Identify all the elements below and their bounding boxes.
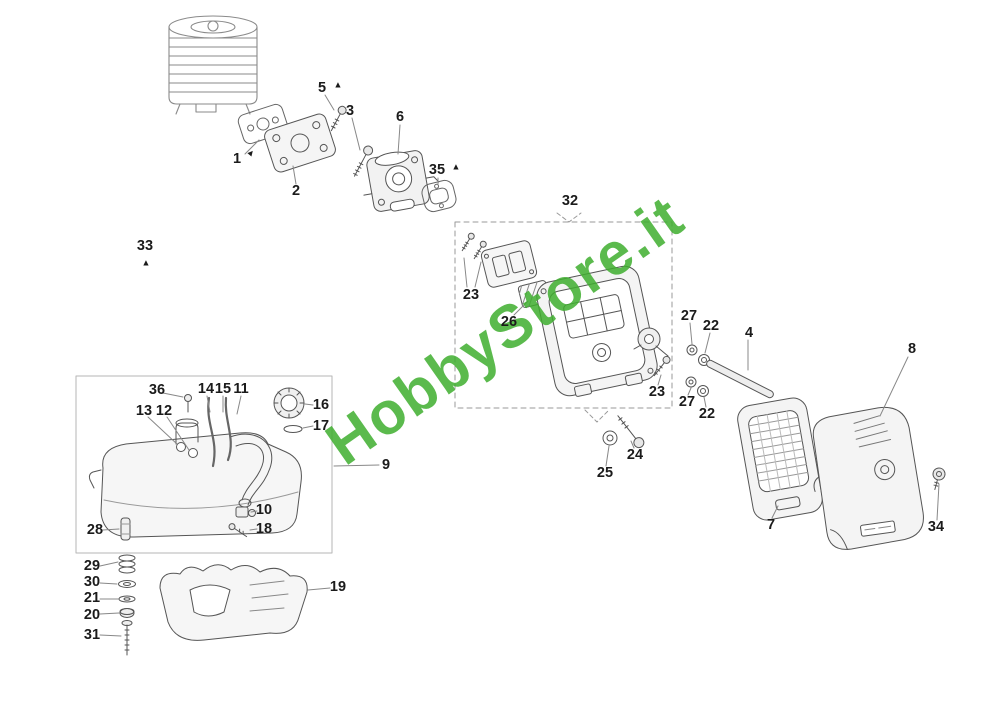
air-filter-housing-drawing: [536, 265, 658, 397]
callout-8: 8: [907, 340, 917, 357]
choke-assembly-drawing: [633, 327, 669, 357]
screw-23-bottom-drawing: [653, 355, 671, 377]
callout-22-upper: 22: [702, 317, 720, 334]
callout-35: 35: [428, 161, 446, 178]
callout-23-top: 23: [462, 286, 480, 303]
cylinder-drawing: [168, 15, 258, 115]
callout-18: 18: [255, 520, 273, 537]
group-9-box: [75, 375, 333, 554]
view-marker-5-icon: ▲: [333, 79, 343, 90]
callout-15: 15: [214, 380, 232, 397]
nut-20-drawing: [119, 608, 135, 618]
washer-25-drawing: [602, 430, 618, 446]
bolt-24-drawing: [617, 415, 645, 449]
group-32-pointer: [556, 212, 582, 223]
callout-36: 36: [148, 381, 166, 398]
callout-12: 12: [155, 402, 173, 419]
callout-24: 24: [626, 446, 644, 463]
washers-27-22-lower-drawing: [685, 376, 709, 397]
stud-bolt-5-drawing: [330, 105, 347, 132]
screw-34-drawing: [932, 467, 946, 490]
callout-30: 30: [83, 573, 101, 590]
view-marker-35-icon: ▲: [451, 161, 461, 172]
callout-23-bottom: 23: [648, 383, 666, 400]
callout-13: 13: [135, 402, 153, 419]
callout-6: 6: [395, 108, 405, 125]
group-32-box: [454, 221, 673, 409]
callout-14: 14: [197, 380, 215, 397]
insulator-plate-drawing: [264, 113, 336, 173]
callout-32: 32: [561, 192, 579, 209]
callout-22-lower: 22: [698, 405, 716, 422]
callout-7: 7: [766, 516, 776, 533]
callout-28: 28: [86, 521, 104, 538]
callout-4: 4: [744, 324, 754, 341]
view-marker-33-icon: ▲: [141, 257, 151, 268]
washer-21-drawing: [118, 595, 136, 603]
callout-33: 33: [136, 237, 154, 254]
screws-23-top-drawing: [461, 232, 487, 260]
screw-3-drawing: [353, 145, 374, 177]
callout-27-upper: 27: [680, 307, 698, 324]
fuel-cap-drawing: [273, 387, 305, 419]
callout-20: 20: [83, 606, 101, 623]
callout-29: 29: [83, 557, 101, 574]
callout-3: 3: [345, 102, 355, 119]
callout-5: 5: [317, 79, 327, 96]
group-32-pointer-bottom: [584, 409, 610, 423]
callout-27-lower: 27: [678, 393, 696, 410]
spring-29-drawing: [118, 554, 136, 574]
leader-lines: [99, 94, 940, 637]
filter-cover-drawing: [737, 397, 823, 521]
callout-2: 2: [291, 182, 301, 199]
callout-34: 34: [927, 518, 945, 535]
callout-31: 31: [83, 626, 101, 643]
callout-10: 10: [255, 501, 273, 518]
pin-28-drawing: [120, 517, 131, 541]
guard-19-drawing: [159, 564, 308, 641]
grommets-drawing: [176, 442, 198, 458]
carburetor-drawing: [363, 150, 440, 212]
callout-19: 19: [329, 578, 347, 595]
callout-11: 11: [233, 380, 249, 397]
callout-9: 9: [381, 456, 391, 473]
rod-4-drawing: [706, 359, 774, 399]
bolt-31-drawing: [121, 620, 133, 656]
cap-gasket-drawing: [283, 425, 303, 433]
washer-30-drawing: [118, 580, 136, 588]
callout-1: 1: [232, 150, 242, 167]
callout-21: 21: [83, 589, 101, 606]
callout-17: 17: [312, 417, 330, 434]
screw-18-drawing: [228, 523, 248, 538]
breather-36-drawing: [184, 394, 192, 413]
backplate-drawing: [480, 240, 538, 288]
callout-25: 25: [596, 464, 614, 481]
callout-16: 16: [312, 396, 330, 413]
engine-cover-drawing: [812, 406, 924, 551]
callout-26: 26: [500, 313, 518, 330]
carb-gasket-drawing: [421, 179, 457, 213]
